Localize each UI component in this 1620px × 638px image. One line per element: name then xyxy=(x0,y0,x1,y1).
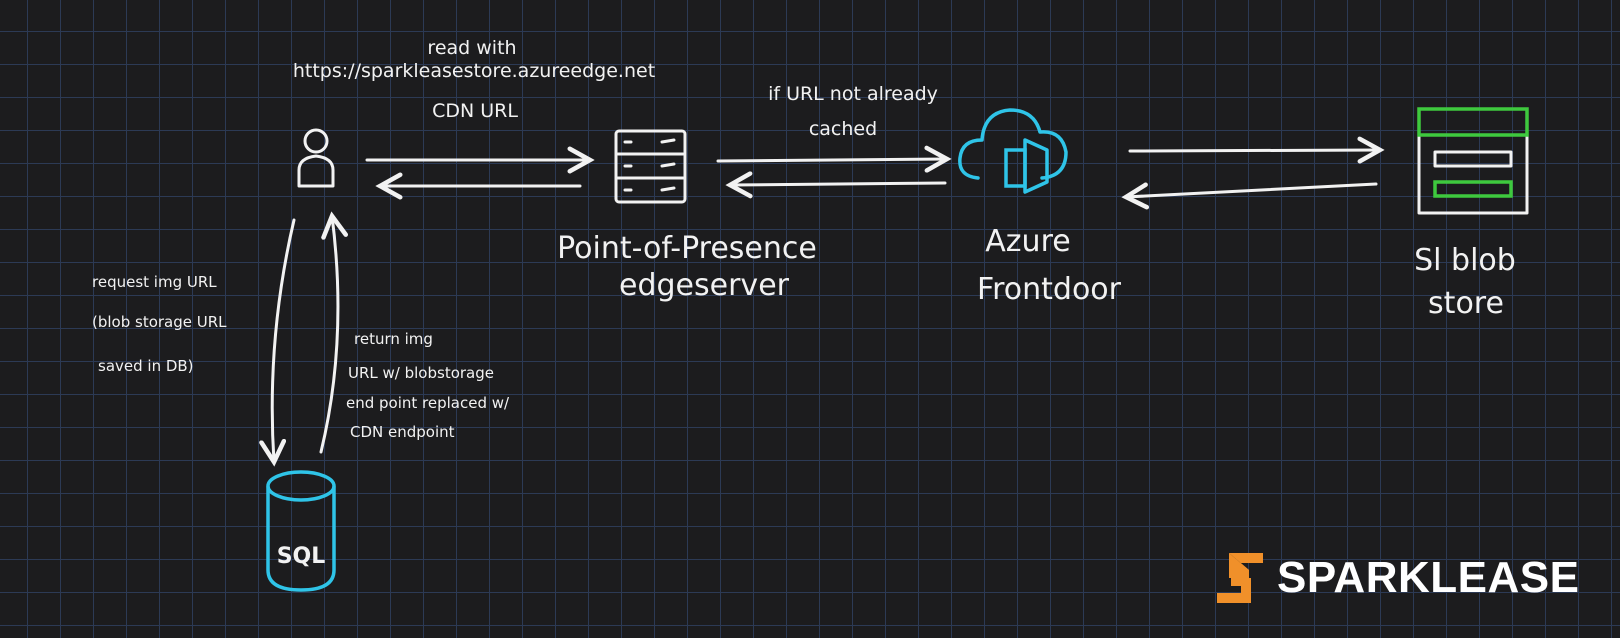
cdn-url-label: CDN URL xyxy=(432,100,518,122)
arrow-azure-to-blob xyxy=(1128,150,1380,151)
request-label-line2: (blob storage URL xyxy=(92,313,227,331)
return-label-line2: URL w/ blobstorage xyxy=(348,364,494,382)
azure-label-line2: Frontdoor xyxy=(977,272,1122,307)
azure-frontdoor-icon xyxy=(958,108,1068,194)
arrow-sql-to-user xyxy=(319,216,338,454)
sparklease-logo-icon xyxy=(1217,553,1263,603)
cdn-host-label: https://sparkleasestore.azureedge.net xyxy=(293,60,655,82)
arrow-pop-to-azure xyxy=(716,159,947,161)
azure-label-line1: Azure xyxy=(985,224,1070,259)
request-label-line3: saved in DB) xyxy=(98,357,194,375)
read-with-label: read with xyxy=(427,37,516,59)
blob-label-line2: store xyxy=(1428,286,1504,321)
blob-store-icon xyxy=(1417,107,1529,215)
pop-label-line2: edgeserver xyxy=(619,268,790,303)
user-icon xyxy=(297,128,335,188)
pop-label-line1: Point-of-Presence xyxy=(557,231,817,266)
if-url-label: if URL not already xyxy=(768,83,938,105)
request-label-line1: request img URL xyxy=(92,273,217,291)
arrow-user-to-sql xyxy=(272,218,296,462)
return-label-line4: CDN endpoint xyxy=(350,423,455,441)
arrow-azure-to-pop xyxy=(730,183,947,185)
blob-label-line1: Sl blob xyxy=(1414,243,1516,278)
arrow-blob-to-azure xyxy=(1126,184,1378,197)
cached-label: cached xyxy=(809,118,877,140)
sql-label: SQL xyxy=(277,544,326,569)
return-label-line3: end point replaced w/ xyxy=(346,394,510,412)
database-icon xyxy=(266,470,336,592)
brand-name: SPARKLEASE xyxy=(1277,553,1580,602)
return-label-line1: return img xyxy=(354,330,433,348)
server-icon xyxy=(614,129,687,204)
sparklease-brand: SPARKLEASE xyxy=(1217,553,1579,603)
